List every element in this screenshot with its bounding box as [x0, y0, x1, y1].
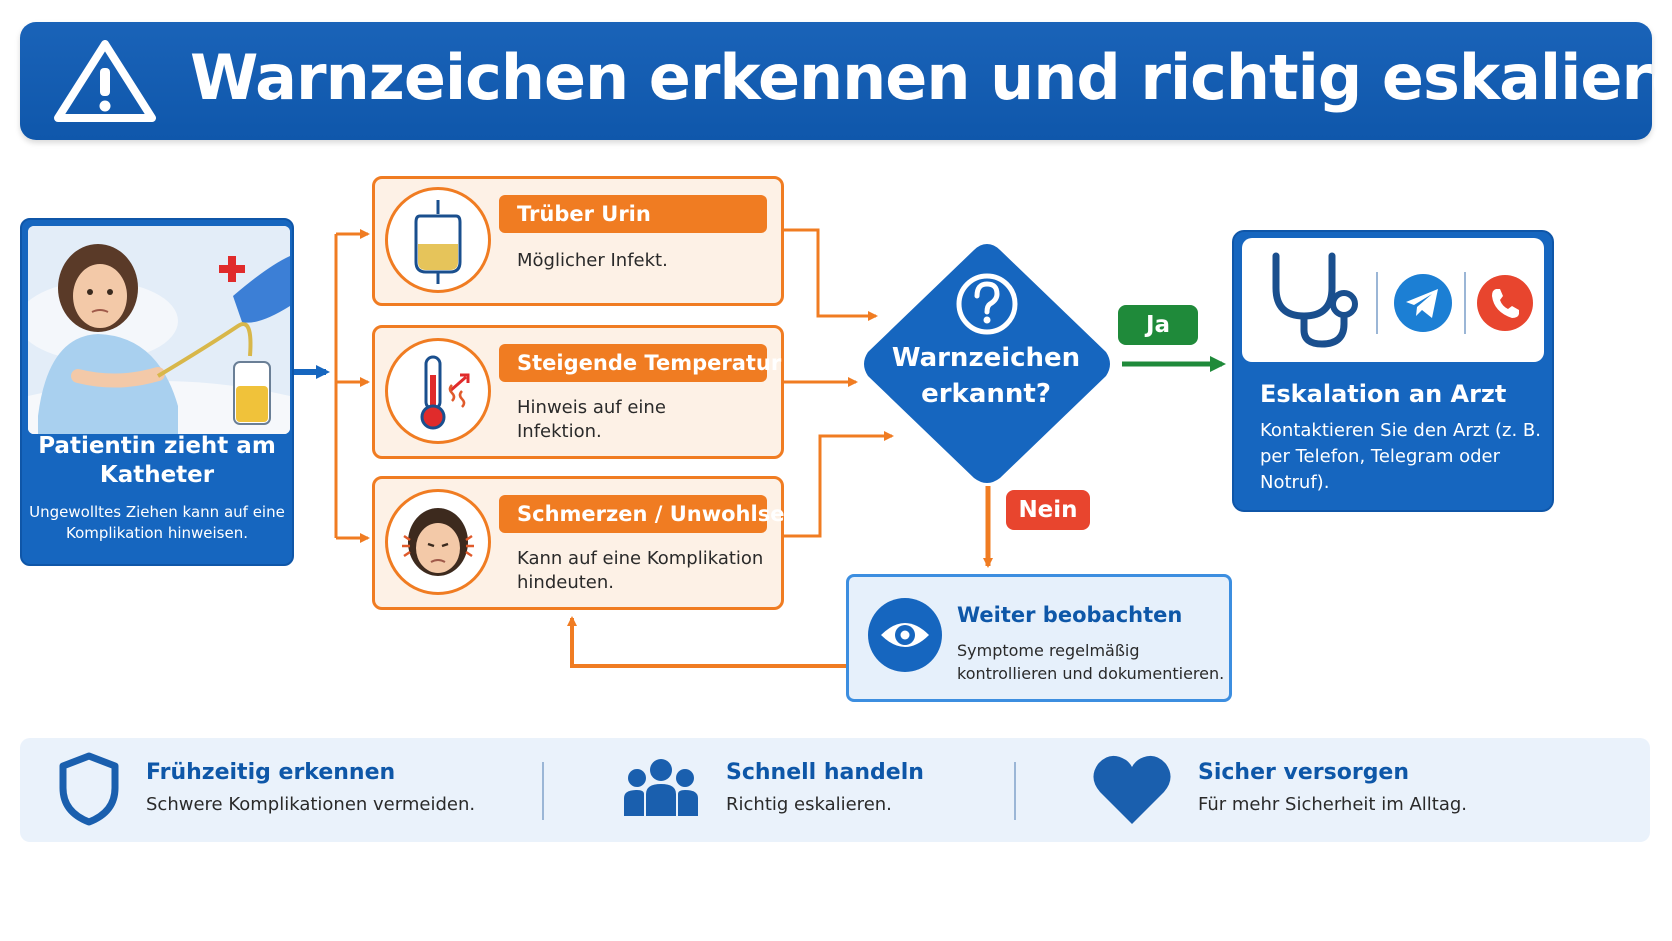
- eye-icon: [868, 598, 942, 672]
- phone-icon: [1477, 275, 1533, 331]
- symptom-title: Schmerzen / Unwohlsein: [499, 495, 807, 533]
- footer-item-description: Richtig eskalieren.: [726, 794, 892, 815]
- icon-divider: [1464, 272, 1466, 334]
- patient-illustration: [28, 226, 290, 434]
- symptom-box-cloudy-urine: Trüber Urin Möglicher Infekt.: [372, 176, 784, 306]
- escalation-card: Eskalation an Arzt Kontaktieren Sie den …: [1232, 230, 1554, 512]
- question-icon: [974, 281, 1000, 315]
- symptom-icon-frame: [385, 187, 491, 293]
- footer-divider: [542, 762, 544, 820]
- symptom-description: Hinweis auf eine Infektion.: [517, 397, 666, 442]
- footer-item-description: Schwere Komplikationen vermeiden.: [146, 794, 476, 815]
- decision-label: Warnzeichen erkannt?: [891, 343, 1081, 409]
- escalation-description: Kontaktieren Sie den Arzt (z. B. per Tel…: [1260, 420, 1541, 493]
- escalation-title: Eskalation an Arzt: [1260, 380, 1507, 408]
- shield-icon: [59, 752, 119, 826]
- observe-box: Weiter beobachten Symptome regelmäßig ko…: [846, 574, 1232, 702]
- header-banner: [20, 22, 1652, 140]
- telegram-icon: [1394, 274, 1452, 332]
- observe-description: Symptome regelmäßig kontrollieren und do…: [957, 641, 1225, 683]
- escalation-icons-panel: [1242, 238, 1544, 362]
- symptom-box-rising-temperature: Steigende Temperatur Hinweis auf eine In…: [372, 325, 784, 459]
- urine-bag-icon: [414, 200, 462, 284]
- symptom-icon-frame: [385, 338, 491, 444]
- footer-item-title: Frühzeitig erkennen: [146, 760, 396, 785]
- connector-symptom-1-decision: [780, 228, 878, 321]
- patient-card: Patientin zieht am Katheter Ungewolltes …: [20, 218, 294, 566]
- no-label: Nein: [1006, 490, 1090, 530]
- symptom-description: Möglicher Infekt.: [517, 250, 668, 271]
- footer-divider: [1014, 762, 1016, 820]
- icon-divider: [1376, 272, 1378, 334]
- footer-item-description: Für mehr Sicherheit im Alltag.: [1198, 794, 1467, 815]
- symptom-description: Kann auf eine Komplikation hindeuten.: [517, 548, 764, 593]
- pain-face-icon: [402, 508, 474, 576]
- page-title: Warnzeichen erkennen und richtig eskalie…: [190, 41, 1672, 114]
- footer-bar: Frühzeitig erkennen Schwere Komplikation…: [20, 738, 1650, 842]
- thermometer-icon: [420, 355, 470, 430]
- patient-title: Patientin zieht am Katheter: [38, 433, 276, 488]
- patient-in-bed-icon: [28, 226, 290, 434]
- connector-symptom-3-decision: [780, 431, 894, 538]
- symptom-icon-frame: [385, 489, 491, 595]
- footer-item-title: Schnell handeln: [726, 760, 924, 785]
- group-icon: [624, 759, 698, 816]
- warning-icon: [54, 40, 156, 122]
- heart-icon: [1093, 755, 1171, 824]
- footer-item-title: Sicher versorgen: [1198, 760, 1410, 785]
- observe-title: Weiter beobachten: [957, 603, 1183, 627]
- symptom-box-pain: Schmerzen / Unwohlsein Kann auf eine Kom…: [372, 476, 807, 610]
- decision-diamond: [864, 244, 1110, 483]
- yes-label: Ja: [1118, 305, 1198, 345]
- symptom-title: Steigende Temperatur: [499, 344, 781, 382]
- symptom-title: Trüber Urin: [499, 195, 767, 233]
- patient-description: Ungewolltes Ziehen kann auf eine Komplik…: [29, 503, 285, 542]
- stethoscope-icon: [1272, 252, 1358, 348]
- connector-loop-back: [567, 616, 846, 668]
